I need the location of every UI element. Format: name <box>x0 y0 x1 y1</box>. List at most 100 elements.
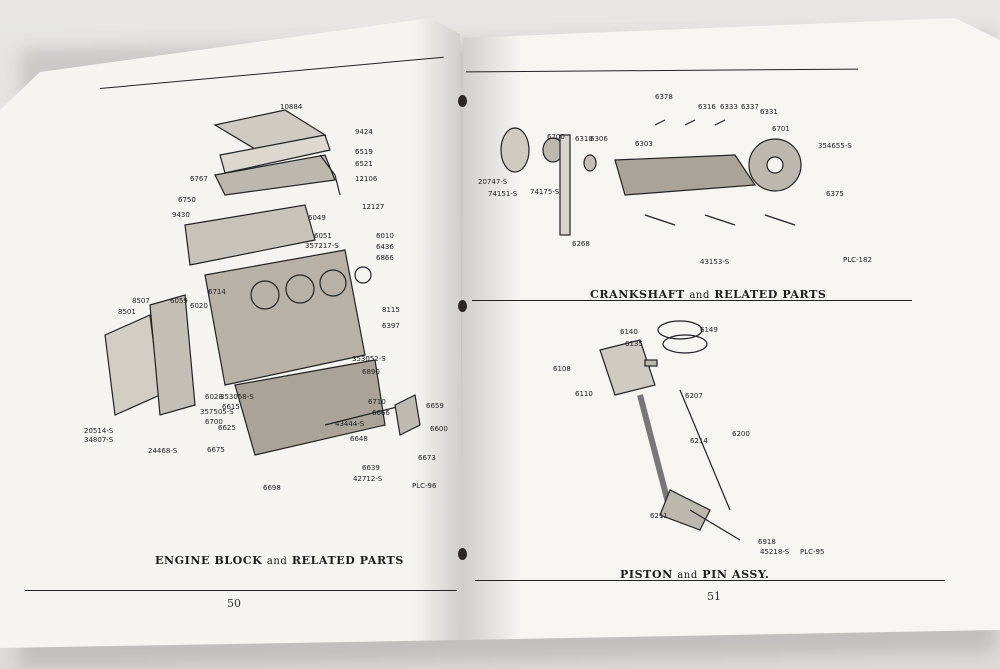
part-label: 6675 <box>207 446 225 454</box>
part-label: 6700 <box>205 418 223 426</box>
part-label: 6639 <box>362 464 380 472</box>
part-label: 43444-S <box>335 420 365 428</box>
part-label: 6333 <box>720 103 738 111</box>
caption-connector: and <box>689 290 710 301</box>
right-page <box>461 18 1000 640</box>
part-label: 6519 <box>355 148 373 156</box>
part-label: 6701 <box>772 125 790 133</box>
page-number-left: 50 <box>227 597 241 610</box>
part-label: 12106 <box>355 175 378 183</box>
part-label: 6303 <box>635 140 653 148</box>
part-label: 6310 <box>575 135 593 143</box>
piston-caption: PISTON and PIN ASSY. <box>620 568 769 581</box>
part-label: 6049 <box>308 214 326 222</box>
part-label: 6214 <box>690 437 708 445</box>
page-number-right: 51 <box>707 590 721 603</box>
caption-connector: and <box>266 556 288 567</box>
crankshaft-caption: CRANKSHAFT and RELATED PARTS <box>590 288 826 301</box>
engine-block-diagram <box>104 109 421 456</box>
part-label: 353058-S <box>220 393 254 401</box>
binding-hole <box>458 95 467 107</box>
part-label: 6436 <box>376 243 394 251</box>
part-label: 6767 <box>190 175 208 183</box>
part-label: 354655-S <box>818 142 852 150</box>
part-label: 6397 <box>382 322 400 330</box>
part-label: 6750 <box>178 196 196 204</box>
binding-hole <box>458 548 467 560</box>
right-bottom-rule <box>475 580 945 581</box>
part-label: 6666 <box>372 409 390 417</box>
caption-part: ENGINE BLOCK <box>155 554 263 567</box>
part-label: 6710 <box>368 398 386 406</box>
part-label: 6140 <box>620 328 638 336</box>
part-label: 6020 <box>190 302 208 310</box>
part-label: 12127 <box>362 203 385 211</box>
part-label: 6378 <box>655 93 673 101</box>
part-label: 74175-S <box>530 188 560 196</box>
part-label: 6918 <box>758 538 776 546</box>
part-label: 10884 <box>280 103 303 111</box>
caption-part: RELATED PARTS <box>714 288 827 301</box>
caption-part: RELATED PARTS <box>291 554 404 567</box>
part-label: 20747-S <box>478 178 508 186</box>
part-label: 6648 <box>350 435 368 443</box>
part-label: 6615 <box>222 403 240 411</box>
part-label: 43153-S <box>700 258 730 266</box>
crankshaft-diagram <box>500 119 802 236</box>
part-label: 6059 <box>170 297 188 305</box>
caption-connector: and <box>677 570 698 581</box>
part-label: 6010 <box>376 232 394 240</box>
plate-id: PLC-182 <box>843 256 872 264</box>
part-label: 6659 <box>426 402 444 410</box>
part-label: 6306 <box>590 135 608 143</box>
part-label: 6268 <box>572 240 590 248</box>
part-label: 6714 <box>208 288 226 296</box>
part-label: 357505-S <box>200 408 234 416</box>
part-label: 34807-S <box>84 436 114 444</box>
part-label: 357217-S <box>305 242 339 250</box>
part-label: 6337 <box>741 103 759 111</box>
right-mid-rule <box>472 300 912 301</box>
right-page-gutter-shade <box>461 18 1000 640</box>
part-label: 6211 <box>650 512 668 520</box>
part-label: 6698 <box>263 484 281 492</box>
part-label: 45218-S <box>760 548 790 556</box>
plate-id: PLC-96 <box>412 482 437 490</box>
caption-part: PIN ASSY. <box>702 568 770 581</box>
part-label: 20514-S <box>84 427 114 435</box>
part-label: 74151-S <box>488 190 518 198</box>
part-label: 8115 <box>382 306 400 314</box>
part-label: 6207 <box>685 392 703 400</box>
part-label: 8507 <box>132 297 150 305</box>
part-label: 353052-S <box>352 355 386 363</box>
part-label: 6316 <box>698 103 716 111</box>
part-label: 6600 <box>430 425 448 433</box>
part-label: 6149 <box>700 326 718 334</box>
part-label: 6331 <box>760 108 778 116</box>
part-label: 9424 <box>355 128 373 136</box>
part-label: 6890 <box>362 368 380 376</box>
piston-diagram <box>599 320 741 541</box>
left-caption: ENGINE BLOCK and RELATED PARTS <box>155 554 404 567</box>
part-label: 24468-S <box>148 447 178 455</box>
part-label: 6135 <box>625 340 643 348</box>
part-label: 6625 <box>218 424 236 432</box>
part-label: 6110 <box>575 390 593 398</box>
part-label: 6521 <box>355 160 373 168</box>
part-label: 8501 <box>118 308 136 316</box>
part-label: 6700 <box>547 133 565 141</box>
left-bottom-rule <box>25 590 457 591</box>
part-label: 9430 <box>172 211 190 219</box>
caption-part: CRANKSHAFT <box>590 288 685 301</box>
part-label: 42712-S <box>353 475 383 483</box>
caption-part: PISTON <box>620 568 673 581</box>
part-label: 6866 <box>376 254 394 262</box>
part-label: 6051 <box>314 232 332 240</box>
part-label: 6375 <box>826 190 844 198</box>
part-label: 6673 <box>418 454 436 462</box>
binding-hole <box>458 300 467 312</box>
part-label: 6028 <box>205 393 223 401</box>
part-label: 6108 <box>553 365 571 373</box>
part-label: 6200 <box>732 430 750 438</box>
plate-id: PLC-95 <box>800 548 825 556</box>
